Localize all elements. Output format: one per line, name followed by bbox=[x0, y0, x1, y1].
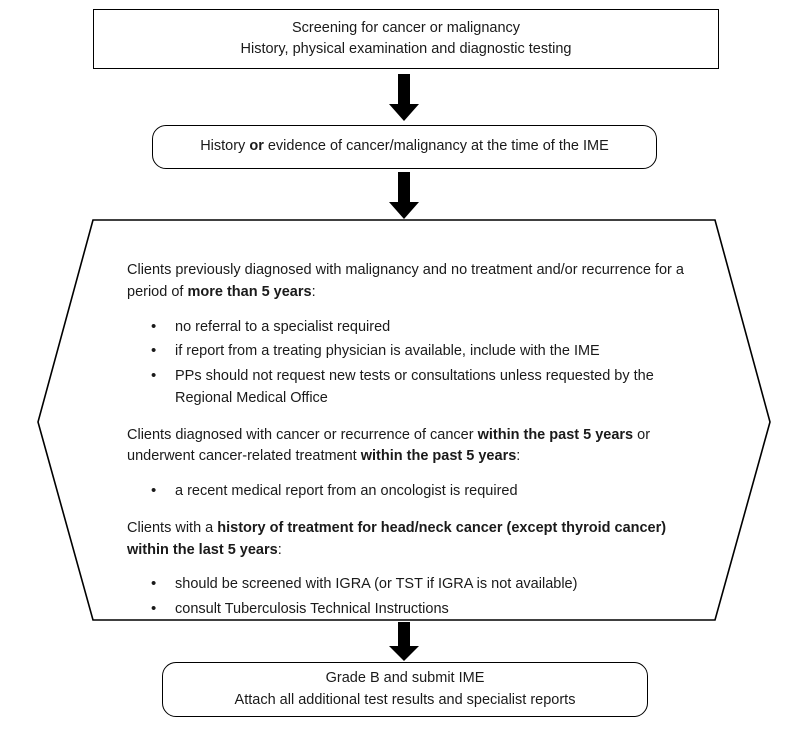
down-arrow-icon bbox=[386, 172, 422, 220]
node-history: History or evidence of cancer/malignancy… bbox=[152, 125, 657, 169]
node-decision-hexagon: Clients previously diagnosed with malign… bbox=[34, 216, 774, 624]
node-history-emphasis: or bbox=[249, 138, 264, 155]
node-grade: Grade B and submit IME Attach all additi… bbox=[162, 662, 648, 717]
decision-text: : bbox=[311, 283, 316, 300]
node-screening-line1: Screening for cancer or malignancy bbox=[291, 19, 521, 36]
node-history-prefix: History bbox=[200, 138, 250, 155]
decision-text-bold: history of treatment for head/neck cance… bbox=[127, 519, 667, 558]
decision-text: or underwent cancer-related treatment bbox=[127, 426, 651, 465]
decision-text: : bbox=[516, 448, 521, 465]
node-grade-line2: Attach all additional test results and s… bbox=[234, 691, 576, 708]
decision-paragraph: Clients diagnosed with cancer or recurre… bbox=[127, 425, 693, 469]
decision-text: Clients previously diagnosed with malign… bbox=[127, 262, 684, 300]
decision-bullet-item: no referral to a specialist required bbox=[127, 316, 693, 339]
decision-bullet-item: consult Tuberculosis Technical Instructi… bbox=[127, 598, 693, 621]
decision-bullet-item: PPs should not request new tests or cons… bbox=[127, 365, 693, 410]
decision-text: : bbox=[277, 541, 282, 558]
node-screening-line2: History, physical examination and diagno… bbox=[240, 41, 572, 57]
node-screening: Screening for cancer or malignancy Histo… bbox=[93, 9, 719, 69]
decision-paragraph: Clients with a history of treatment for … bbox=[127, 518, 693, 562]
decision-bullet-item: if report from a treating physician is a… bbox=[127, 340, 693, 363]
node-decision-content: Clients previously diagnosed with malign… bbox=[127, 260, 693, 636]
node-grade-line1: Grade B and submit IME bbox=[325, 670, 485, 687]
decision-text: Clients with a bbox=[127, 519, 218, 536]
decision-bullet-list: a recent medical report from an oncologi… bbox=[127, 480, 693, 503]
down-arrow-icon bbox=[386, 74, 422, 122]
decision-bullet-item: should be screened with IGRA (or TST if … bbox=[127, 573, 693, 596]
decision-text-bold: more than 5 years bbox=[187, 283, 312, 300]
decision-paragraph: Clients previously diagnosed with malign… bbox=[127, 260, 693, 304]
decision-text-bold: within the past 5 years bbox=[360, 448, 517, 465]
decision-text-bold: within the past 5 years bbox=[477, 426, 634, 443]
down-arrow-icon bbox=[386, 622, 422, 662]
decision-bullet-list: should be screened with IGRA (or TST if … bbox=[127, 573, 693, 621]
node-screening-text: Screening for cancer or malignancy Histo… bbox=[241, 18, 572, 60]
node-history-text: History or evidence of cancer/malignancy… bbox=[200, 136, 609, 157]
node-history-suffix: evidence of cancer/malignancy at the tim… bbox=[263, 138, 609, 155]
node-grade-text: Grade B and submit IME Attach all additi… bbox=[235, 668, 576, 710]
decision-bullet-list: no referral to a specialist requiredif r… bbox=[127, 316, 693, 410]
decision-text: Clients diagnosed with cancer or recurre… bbox=[127, 426, 478, 443]
decision-bullet-item: a recent medical report from an oncologi… bbox=[127, 480, 693, 503]
